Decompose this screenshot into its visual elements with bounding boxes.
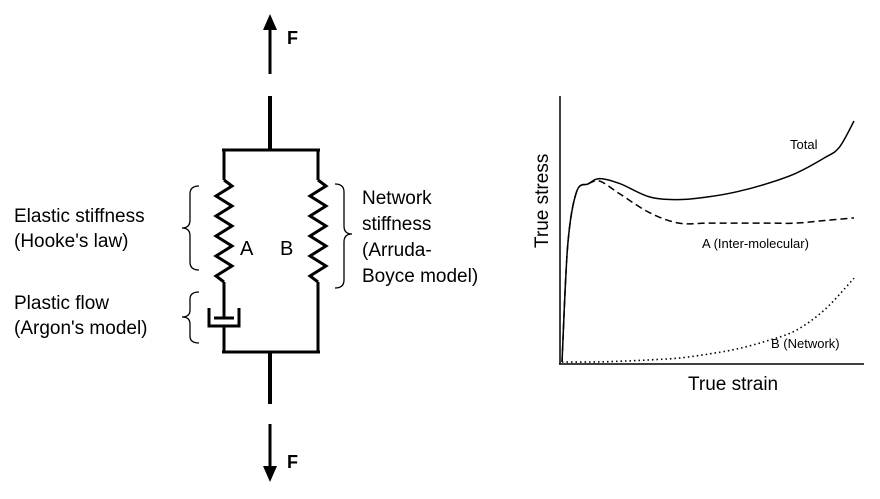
spring-a	[213, 178, 235, 284]
y-axis-label: True stress	[532, 154, 553, 248]
network-label-line2: stiffness	[362, 214, 431, 235]
spring-b	[307, 178, 329, 284]
elastic-label-line1: Elastic stiffness	[14, 206, 145, 227]
x-axis-label: True strain	[688, 374, 778, 395]
series-label-a: A (Inter-molecular)	[702, 236, 809, 251]
brace-elastic	[181, 185, 200, 271]
force-label-top: F	[287, 28, 298, 48]
series-layer	[561, 120, 855, 363]
plastic-label-line2: (Argon's model)	[14, 318, 148, 339]
network-label-line4: Boyce model)	[362, 266, 478, 287]
branch-b-label: B	[280, 238, 293, 260]
force-label-bottom: F	[287, 452, 298, 472]
branch-a	[207, 150, 241, 352]
elastic-label-line2: (Hooke's law)	[14, 231, 129, 252]
branch-a-label: A	[240, 238, 254, 260]
stress-strain-chart: True strain True stress Total A (Inter-m…	[532, 96, 864, 395]
network-label-line1: Network	[362, 188, 432, 209]
branch-b	[307, 150, 329, 352]
brace-network	[334, 183, 353, 289]
series-b-line	[561, 277, 855, 363]
series-label-b: B (Network)	[771, 336, 840, 351]
plastic-label-line1: Plastic flow	[14, 293, 109, 314]
series-label-total: Total	[790, 137, 818, 152]
force-arrow-top	[263, 14, 277, 74]
network-label-line3: (Arruda-	[362, 240, 432, 261]
brace-plastic	[181, 291, 200, 344]
series-a-line	[561, 179, 855, 363]
force-arrow-bottom	[263, 424, 277, 482]
rheological-model: F A B F	[14, 14, 478, 482]
